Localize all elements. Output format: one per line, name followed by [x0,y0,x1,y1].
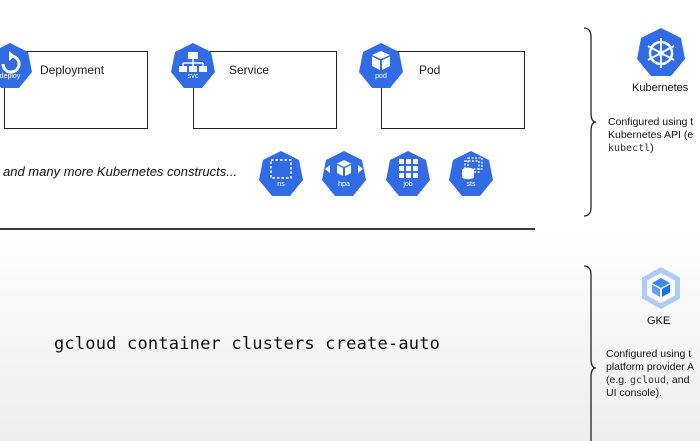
service-network-icon: svc [171,42,215,90]
deploy-icon: deploy [0,42,32,90]
kubernetes-helm-icon [637,27,685,77]
kubernetes-bracket [583,27,597,217]
section-divider [0,228,535,230]
service-label: Service [229,63,270,77]
gke-title: GKE [647,315,671,327]
job-grid-icon: job [386,150,430,198]
constructs-text: and many more Kubernetes constructs... [3,164,238,179]
pod-card: Pod [381,51,525,129]
gke-bracket [583,265,597,441]
autoscaler-icon: hpa [322,150,366,198]
deployment-label: Deployment [40,63,105,77]
gke-hexagon-icon [640,266,682,310]
kubernetes-description: Configured using t Kubernetes API (e kub… [608,116,694,154]
namespace-icon: ns [259,150,303,198]
kubernetes-title: Kubernetes [632,82,689,94]
gke-description: Configured using t platform provider A (… [606,348,695,399]
statefulset-icon: sts [449,150,493,198]
pod-label: Pod [419,63,441,77]
service-card: Service [193,51,337,129]
pod-cube-icon: pod [359,42,403,90]
gke-panel-background [0,231,700,441]
gcloud-command: gcloud container clusters create-auto [54,334,441,354]
